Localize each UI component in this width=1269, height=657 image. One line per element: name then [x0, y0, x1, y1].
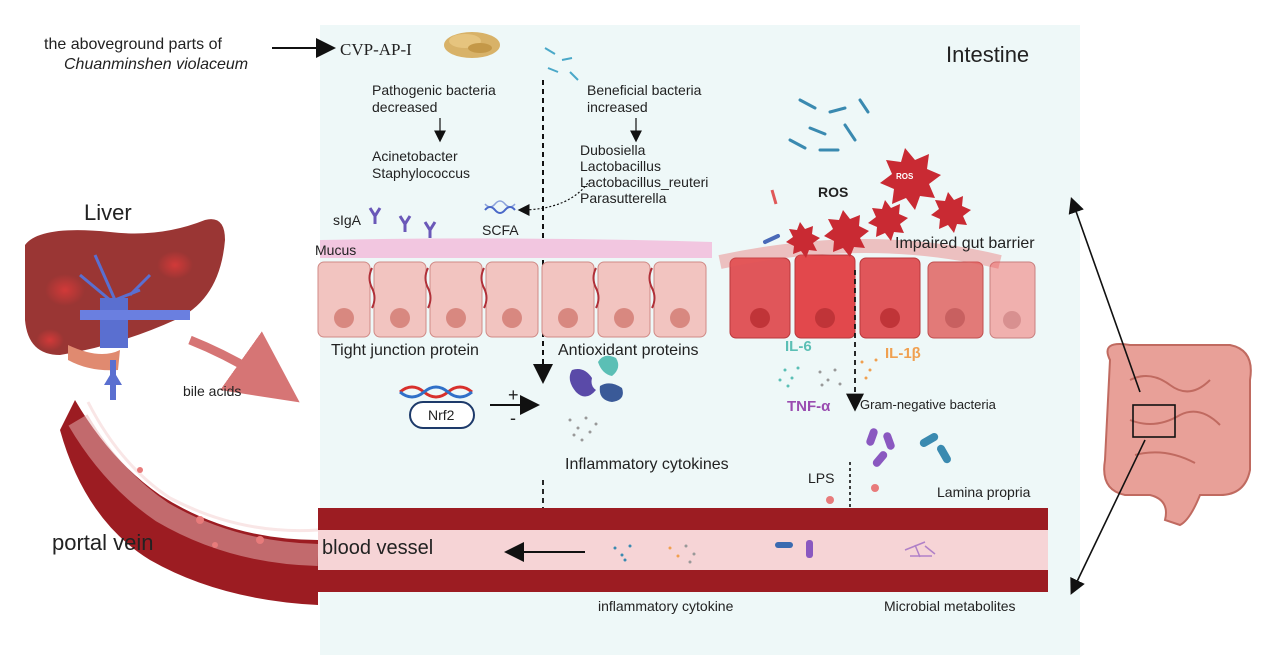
beneficial-heading-2: increased [587, 99, 648, 115]
gram-negative-label: Gram-negative bacteria [860, 397, 996, 412]
ros-label: ROS [818, 184, 849, 200]
portal-vein-label: portal vein [52, 530, 154, 555]
damaged-epithelium [718, 239, 1036, 339]
cvp-powder-icon [444, 32, 500, 58]
ros-bursts [786, 148, 971, 258]
colon-illustration [1103, 343, 1252, 527]
tnfa-label: TNF-α [787, 398, 831, 415]
il6-label: IL-6 [785, 338, 812, 355]
ros-burst-label: ROS [896, 172, 914, 181]
blood-vessel [318, 508, 1048, 592]
liver-illustration [25, 219, 225, 400]
scfa-label: SCFA [482, 222, 519, 238]
tight-junction-label: Tight junction protein [331, 342, 479, 359]
lps-label: LPS [808, 470, 835, 486]
mucus-layer [320, 238, 712, 258]
source-line1: the aboveground parts of [44, 36, 222, 53]
impaired-barrier-label: Impaired gut barrier [895, 235, 1035, 252]
beneficial-item: Lactobacillus [580, 158, 661, 174]
bile-acids-arrow [188, 331, 300, 403]
microbial-metabolites-label: Microbial metabolites [884, 598, 1016, 614]
pathogenic-item: Acinetobacter [372, 148, 458, 164]
nrf2-label: Nrf2 [428, 407, 455, 423]
lamina-propria-label: Lamina propria [937, 484, 1031, 500]
mucus-label: Mucus [315, 242, 357, 258]
cytokine-dots-upper [778, 358, 878, 388]
siga-antibodies [368, 207, 437, 238]
dna-helix [399, 385, 473, 399]
liver-label: Liver [84, 200, 132, 225]
siga-label: sIgA [333, 212, 362, 228]
bacteria-cluster-top [544, 47, 579, 81]
gram-negative-bacteria [866, 428, 951, 467]
beneficial-item: Lactobacillus_reuteri [580, 174, 709, 190]
compound-label: CVP-AP-I [340, 40, 412, 59]
bile-acids-label: bile acids [183, 383, 242, 399]
vessel-contents [613, 540, 936, 564]
il1b-label: IL-1β [885, 345, 921, 362]
plus-sign: + [508, 385, 519, 405]
beneficial-heading-1: Beneficial bacteria [587, 82, 702, 98]
inflammatory-cytokine-label: inflammatory cytokine [598, 598, 734, 614]
pathogenic-heading-2: decreased [372, 99, 438, 115]
pathogenic-heading-1: Pathogenic bacteria [372, 82, 496, 98]
minus-sign: - [510, 408, 516, 428]
beneficial-item: Parasutterella [580, 190, 667, 206]
inflammatory-cytokines-dots [568, 416, 598, 442]
healthy-epithelium [317, 261, 707, 338]
pathogenic-item: Staphylococcus [372, 165, 471, 181]
blood-vessel-label: blood vessel [322, 537, 434, 559]
antioxidant-protein-icons [569, 355, 623, 402]
antioxidant-label: Antioxidant proteins [558, 342, 699, 359]
scfa-helix [484, 206, 516, 214]
beneficial-item: Dubosiella [580, 142, 646, 158]
nrf2-box [409, 401, 475, 429]
inflammatory-cytokines-label: Inflammatory cytokines [565, 456, 729, 473]
source-line2: Chuanminshen violaceum [64, 56, 249, 73]
bacteria-cluster-ros [788, 98, 870, 152]
portal-vein-illustration [60, 400, 319, 605]
intestine-label: Intestine [946, 42, 1030, 67]
